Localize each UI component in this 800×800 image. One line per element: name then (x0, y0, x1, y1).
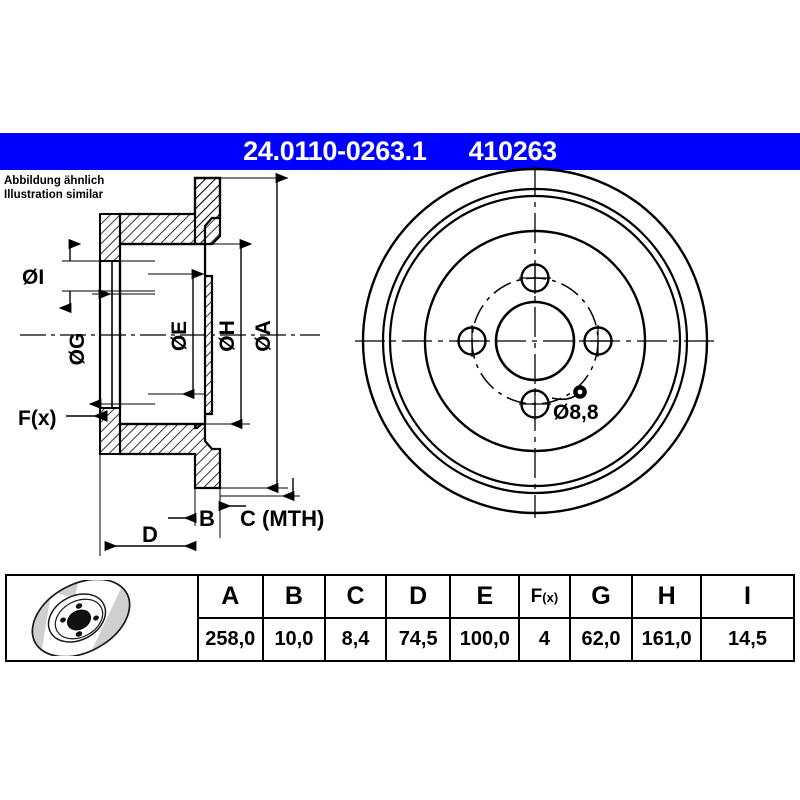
value-a: 258,0 (196, 617, 264, 662)
cross-section-view: ØI ØG F(x) ØE ØH ØA (18, 172, 324, 556)
dim-label-fx: F(x) (18, 407, 57, 430)
column-header-b: B (261, 574, 327, 619)
braking-surface-inner-circle (388, 194, 682, 488)
column-header-h: H (631, 574, 702, 619)
value-fx: 4 (518, 617, 571, 662)
bolt-dia-leader-dot-center (577, 389, 583, 395)
table-row-headers: A B C D E F(x) G H I (5, 574, 796, 662)
dim-label-bolt-diameter: Ø8,8 (553, 401, 599, 424)
dim-label-e: ØE (168, 321, 191, 351)
hub-face-circle (423, 229, 647, 453)
column-header-c: C (324, 574, 387, 619)
dim-label-h: ØH (216, 320, 239, 352)
disc-body-outline (118, 242, 207, 426)
technical-drawing: ØI ØG F(x) ØE ØH ØA (18, 166, 715, 556)
dim-label-i: ØI (22, 266, 44, 289)
value-c: 8,4 (324, 617, 387, 662)
title-bar: 24.0110-0263.1 410263 (0, 133, 800, 170)
column-header-d: D (384, 574, 452, 619)
value-i: 14,5 (699, 617, 796, 662)
brake-disc-isometric-icon (19, 580, 143, 656)
hub-barrel-section-upper (99, 213, 121, 262)
value-d: 74,5 (384, 617, 452, 662)
spec-table: A B C D E F(x) G H I 258,0 10,0 8,4 74,5… (5, 574, 796, 662)
fx-main: F (530, 585, 543, 607)
dim-label-a: ØA (252, 320, 275, 352)
dim-label-d: D (142, 522, 158, 547)
dim-label-b: B (199, 506, 215, 531)
outer-disc-circle (361, 167, 709, 515)
disc-preview-cell (5, 574, 199, 662)
disc-ring-section-top (118, 176, 222, 246)
value-h: 161,0 (631, 617, 702, 662)
table-row-values: 258,0 10,0 8,4 74,5 100,0 4 62,0 161,0 1… (6, 617, 796, 662)
value-e: 100,0 (449, 617, 521, 662)
value-b: 10,0 (261, 617, 327, 662)
spec-table-container: A B C D E F(x) G H I 258,0 10,0 8,4 74,5… (5, 574, 796, 662)
column-header-fx: F(x) (518, 574, 571, 619)
value-g: 62,0 (568, 617, 634, 662)
note-line-english: Illustration similar (4, 189, 104, 202)
front-face-view: Ø8,8 (355, 166, 715, 518)
dim-label-g: ØG (66, 333, 89, 366)
column-header-i: I (699, 574, 796, 619)
disc-ring-section-bottom (118, 422, 222, 490)
dim-label-c: C (MTH) (240, 506, 324, 531)
reference-number: 410263 (468, 136, 558, 166)
fx-sub: (x) (542, 589, 559, 605)
center-bore-circle (494, 300, 576, 382)
note-line-german: Abbildung ähnlich (4, 175, 105, 187)
part-number: 24.0110-0263.1 (243, 136, 427, 166)
column-header-g: G (568, 574, 634, 619)
bolt-hole-group (456, 262, 614, 420)
braking-surface-outer-circle (381, 187, 689, 495)
column-header-a: A (196, 574, 264, 619)
illustration-note: Abbildung ähnlich Illustration similar (4, 174, 104, 202)
column-header-e: E (449, 574, 521, 619)
hub-barrel-section-lower (99, 407, 121, 455)
